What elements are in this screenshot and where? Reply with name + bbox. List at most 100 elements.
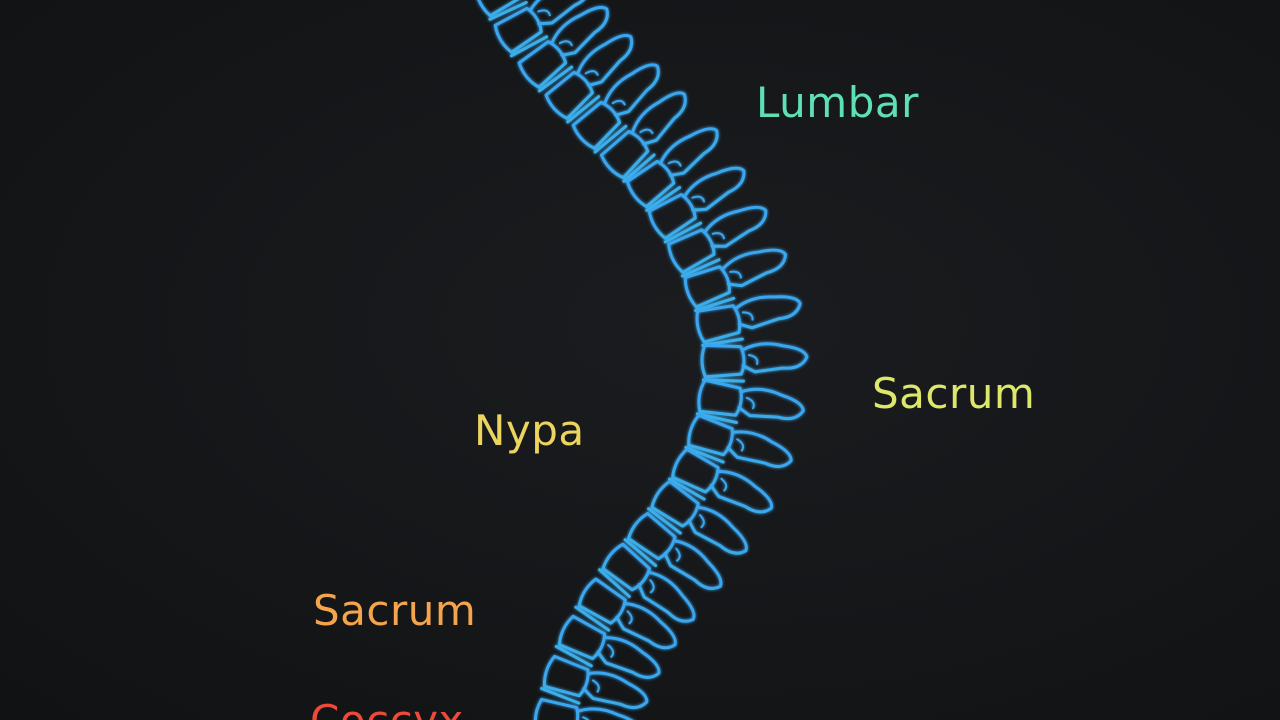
- spinous-process: [637, 570, 696, 623]
- spinous-process: [687, 505, 748, 555]
- vertebral-body: [577, 577, 627, 625]
- intervertebral-disc: [680, 258, 721, 278]
- articular-facet: [537, 9, 551, 17]
- vertebral-body: [700, 343, 746, 379]
- vertebral-body: [627, 511, 677, 561]
- label-sacrum-right: Sacrum: [872, 369, 1036, 418]
- spinous-process: [709, 469, 774, 514]
- intervertebral-disc: [598, 568, 631, 599]
- vertebra: [533, 697, 642, 720]
- intervertebral-disc: [645, 186, 682, 212]
- spinous-process: [615, 602, 677, 650]
- vertebral-body: [533, 697, 580, 720]
- articular-facet: [626, 610, 633, 625]
- spinous-process: [663, 539, 723, 590]
- vertebra: [695, 378, 805, 424]
- spinous-process: [726, 430, 793, 468]
- articular-facet: [729, 270, 742, 279]
- vertebral-body: [493, 6, 543, 54]
- vertebral-body: [697, 378, 743, 417]
- label-sacrum-left: Sacrum: [313, 586, 477, 635]
- vertebra: [493, 0, 592, 58]
- spinous-process: [596, 636, 661, 679]
- vertebra: [647, 166, 746, 244]
- vertebra: [647, 479, 748, 555]
- label-nypa: Nypa: [474, 406, 585, 455]
- vertebra: [667, 447, 774, 514]
- intervertebral-disc: [663, 221, 703, 244]
- vertebral-body: [544, 70, 594, 120]
- intervertebral-disc: [694, 296, 736, 313]
- vertebra: [571, 63, 660, 154]
- spinous-process: [550, 5, 609, 57]
- intervertebral-disc: [574, 605, 611, 632]
- vertebral-body: [517, 40, 568, 89]
- articular-facet: [675, 547, 681, 562]
- spinous-process: [603, 63, 660, 117]
- vertebral-body: [557, 614, 607, 661]
- vertebral-body: [542, 654, 590, 698]
- vertebral-body: [687, 413, 734, 457]
- spinous-process: [573, 707, 642, 720]
- spinous-process: [630, 91, 687, 146]
- vertebra: [667, 205, 768, 278]
- articular-facet: [747, 353, 759, 365]
- vertebra: [684, 413, 793, 468]
- vertebral-column: [474, 0, 809, 720]
- vertebral-body: [695, 304, 742, 344]
- articular-facet: [649, 579, 655, 594]
- articular-facet: [720, 477, 728, 492]
- vertebral-body: [647, 193, 697, 240]
- vertebral-body: [671, 447, 720, 494]
- intervertebral-disc: [488, 0, 528, 21]
- vertebral-body: [650, 479, 700, 528]
- spinous-process: [659, 127, 719, 177]
- vertebral-body: [571, 100, 622, 150]
- intervertebral-disc: [566, 95, 601, 124]
- vertebra: [540, 654, 649, 710]
- label-lumbar: Lumbar: [756, 78, 919, 127]
- spinous-process: [734, 295, 802, 330]
- vertebra: [474, 0, 528, 21]
- intervertebral-disc: [667, 477, 706, 501]
- intervertebral-disc: [684, 445, 725, 464]
- vertebra: [683, 248, 788, 313]
- articular-facet: [745, 396, 755, 410]
- intervertebral-disc: [509, 35, 549, 58]
- spinous-process: [737, 387, 805, 421]
- vertebra: [554, 614, 661, 679]
- intervertebral-disc: [593, 124, 628, 154]
- vertebra: [544, 33, 634, 124]
- articular-facet: [591, 679, 600, 693]
- spinous-process: [528, 0, 592, 26]
- intervertebral-disc: [647, 507, 682, 535]
- spinous-process: [683, 166, 746, 212]
- articular-facet: [607, 644, 615, 658]
- articular-facet: [699, 514, 705, 529]
- articular-facet: [691, 195, 706, 203]
- vertebral-body: [601, 542, 652, 592]
- vertebra: [695, 295, 802, 347]
- vertebra: [517, 5, 609, 93]
- intervertebral-disc: [554, 644, 593, 668]
- vertebral-body: [667, 228, 716, 274]
- spinous-process: [576, 33, 634, 87]
- spinous-process: [703, 205, 768, 248]
- articular-facet: [584, 70, 599, 76]
- vertebra: [625, 127, 719, 212]
- intervertebral-disc: [537, 65, 574, 93]
- articular-facet: [582, 716, 592, 720]
- articular-facet: [741, 311, 754, 321]
- articular-facet: [558, 40, 573, 47]
- intervertebral-disc: [695, 412, 738, 424]
- articular-facet: [667, 160, 682, 167]
- articular-facet: [611, 99, 626, 106]
- articular-facet: [736, 438, 745, 452]
- vertebra: [574, 577, 677, 650]
- intervertebral-disc: [623, 538, 658, 568]
- vertebra: [623, 511, 723, 590]
- label-coccyx: Coccyx: [310, 700, 464, 720]
- vertebra: [599, 91, 687, 183]
